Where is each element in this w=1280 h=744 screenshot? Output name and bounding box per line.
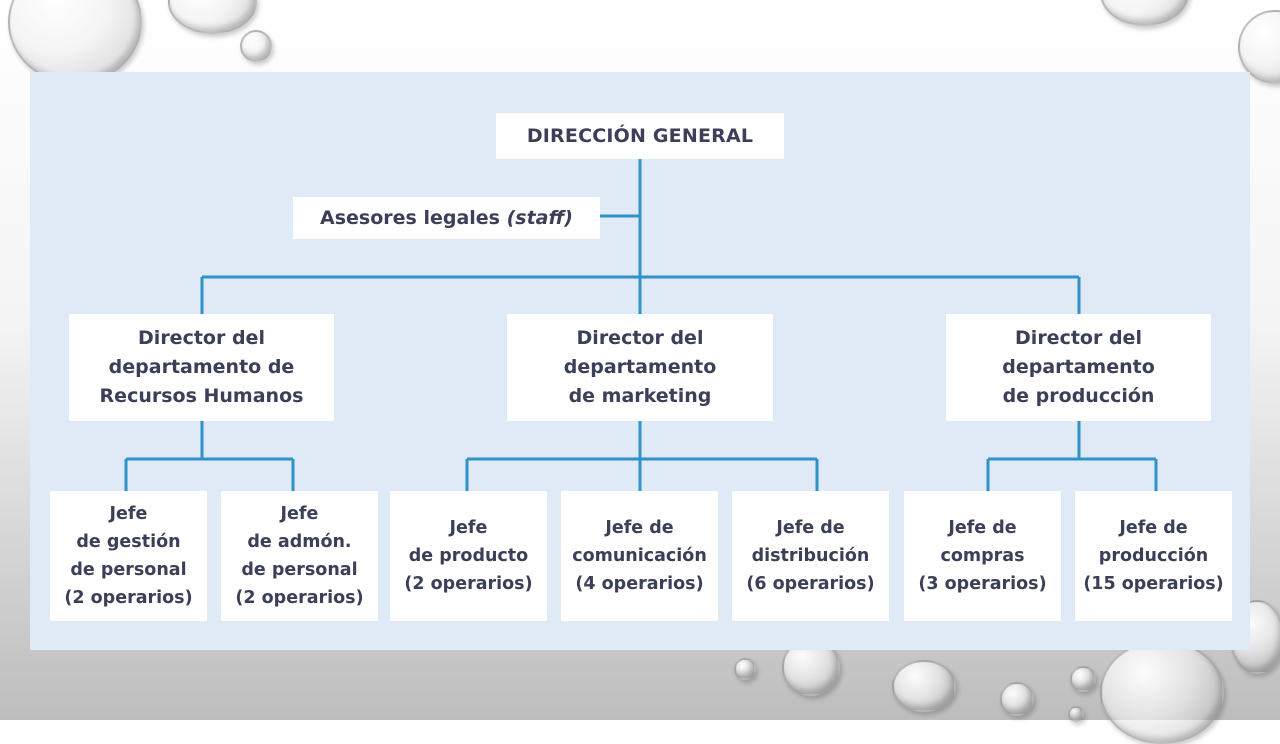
node-asesores-legales: Asesores legales (staff) (293, 197, 600, 239)
node-direccion-general: DIRECCIÓN GENERAL (496, 113, 784, 159)
node-director-produccion: Director del departamento de producción (946, 314, 1211, 421)
node-jefe-produccion: Jefe de producción (15 operarios) (1075, 491, 1232, 621)
node-jefe-produccion-label: Jefe de producción (15 operarios) (1083, 518, 1224, 594)
node-jefe-gestion-personal: Jefe de gestión de personal (2 operarios… (50, 491, 207, 621)
org-chart-connectors (124, 159, 1158, 491)
node-jefe-compras-label: Jefe de compras (3 operarios) (918, 518, 1047, 594)
node-director-rrhh: Director del departamento de Recursos Hu… (69, 314, 334, 421)
node-direccion-general-label: DIRECCIÓN GENERAL (526, 125, 754, 147)
water-drop-decoration (168, 0, 257, 34)
node-jefe-admon-personal-label: Jefe de admón. de personal (2 operarios) (235, 504, 364, 608)
node-jefe-gestion-personal-label: Jefe de gestión de personal (2 operarios… (64, 504, 193, 608)
staff-label: Asesores legales (320, 207, 507, 229)
water-drop-decoration (1100, 640, 1224, 744)
node-jefe-producto-label: Jefe de producto (2 operarios) (404, 518, 533, 594)
org-chart-panel: DIRECCIÓN GENERAL Asesores legales (staf… (30, 72, 1250, 650)
node-director-produccion-label: Director del departamento de producción (1002, 327, 1155, 407)
node-jefe-comunicacion-label: Jefe de comunicación (4 operarios) (572, 518, 707, 594)
node-director-marketing-label: Director del departamento de marketing (563, 327, 717, 407)
node-jefe-producto: Jefe de producto (2 operarios) (390, 491, 547, 621)
node-jefe-comunicacion: Jefe de comunicación (4 operarios) (561, 491, 718, 621)
node-asesores-legales-label: Asesores legales (staff) (320, 207, 573, 229)
staff-italic: (staff) (506, 207, 573, 229)
water-drop-decoration (1070, 666, 1096, 692)
water-drop-decoration (1000, 682, 1034, 716)
water-drop-decoration (240, 30, 272, 62)
node-director-rrhh-label: Director del departamento de Recursos Hu… (99, 327, 304, 407)
node-jefe-admon-personal: Jefe de admón. de personal (2 operarios) (221, 491, 378, 621)
water-drop-decoration (734, 658, 756, 680)
node-director-marketing: Director del departamento de marketing (507, 314, 773, 421)
node-jefe-distribucion-label: Jefe de distribución (6 operarios) (746, 518, 875, 594)
water-drop-decoration (892, 660, 956, 712)
node-jefe-distribucion: Jefe de distribución (6 operarios) (732, 491, 889, 621)
node-jefe-compras: Jefe de compras (3 operarios) (904, 491, 1061, 621)
water-drop-decoration (1100, 0, 1189, 26)
